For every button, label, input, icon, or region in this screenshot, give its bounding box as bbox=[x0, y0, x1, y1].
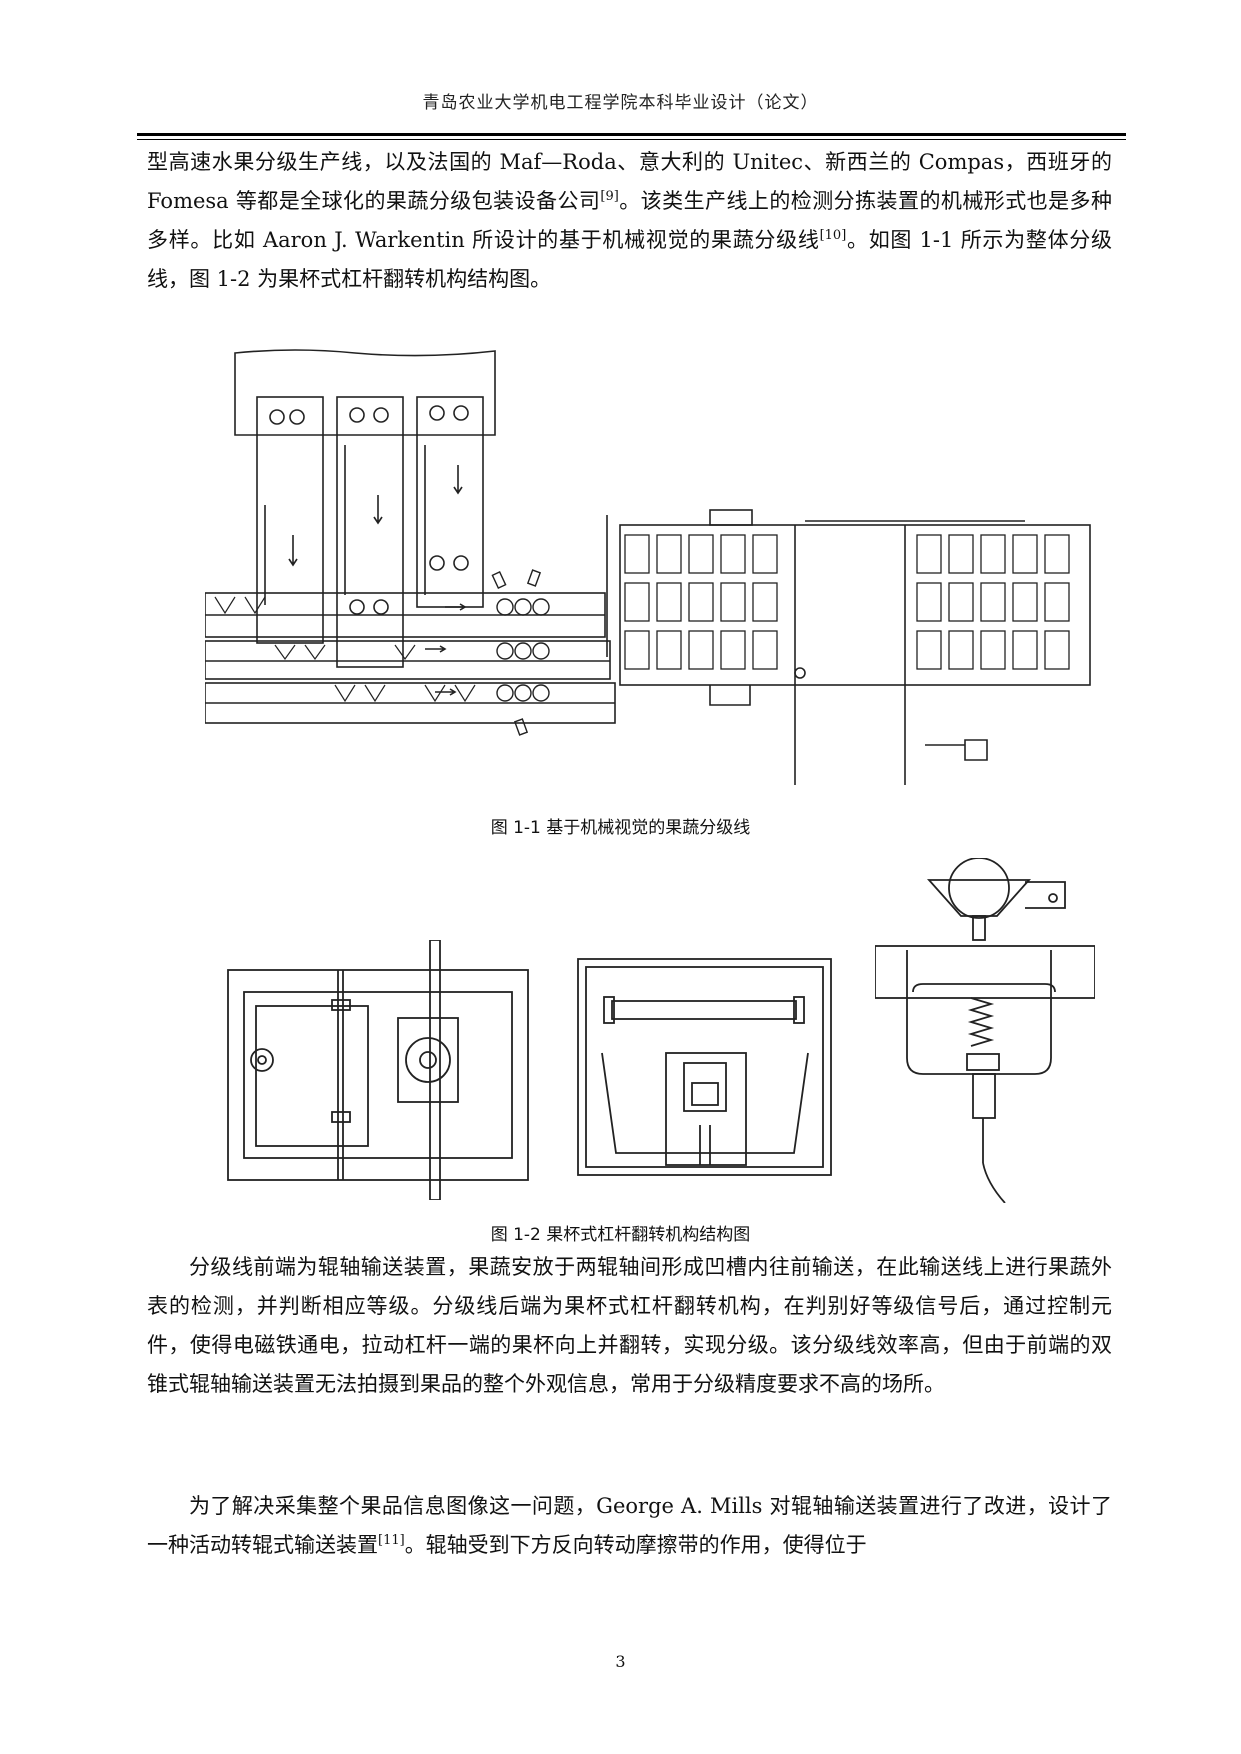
figure-1-2-panel-section-view bbox=[572, 953, 837, 1181]
intro-text-3: 。如图 1-1 所示为整体分级线，图 1-2 为果杯式杠杆翻转机构结构图。 bbox=[147, 228, 1112, 291]
header-rule-thin bbox=[137, 139, 1126, 140]
figure-1-2-panel-front-view bbox=[875, 858, 1095, 1203]
figure-1-2-panel-top-view bbox=[200, 940, 540, 1200]
body-paragraph-2: 为了解决采集整个果品信息图像这一问题，George A. Mills 对辊轴输送… bbox=[147, 1487, 1112, 1565]
figure-1-1-grading-line bbox=[205, 345, 1095, 793]
intro-paragraph: 型高速水果分级生产线，以及法国的 Maf—Roda、意大利的 Unitec、新西… bbox=[147, 143, 1112, 299]
figure-1-2-caption: 图 1-2 果杯式杠杆翻转机构结构图 bbox=[490, 1225, 751, 1245]
citation-9[interactable]: [9] bbox=[600, 189, 619, 204]
intro-text-2: 。该类生产线上的检测分拣装置的机械形式也是多种多样。比如 Aaron J. Wa… bbox=[147, 189, 1112, 252]
intro-text-1: 型高速水果分级生产线，以及法国的 Maf—Roda、意大利的 Unitec、新西… bbox=[147, 150, 1112, 213]
header-rule-thick bbox=[137, 133, 1126, 136]
body-paragraph-1: 分级线前端为辊轴输送装置，果蔬安放于两辊轴间形成凹槽内往前输送，在此输送线上进行… bbox=[147, 1255, 1112, 1396]
running-header: 青岛农业大学机电工程学院本科毕业设计（论文） bbox=[422, 93, 819, 113]
page-number: 3 bbox=[615, 1652, 626, 1671]
figure-1-1-caption: 图 1-1 基于机械视觉的果蔬分级线 bbox=[490, 818, 751, 838]
citation-11[interactable]: [11] bbox=[378, 1533, 405, 1548]
body2-text-1: 为了解决采集整个果品信息图像这一问题，George A. Mills 对辊轴输送… bbox=[147, 1494, 1112, 1557]
citation-10[interactable]: [10] bbox=[819, 228, 847, 243]
body2-text-2: 。辊轴受到下方反向转动摩擦带的作用，使得位于 bbox=[404, 1533, 867, 1557]
